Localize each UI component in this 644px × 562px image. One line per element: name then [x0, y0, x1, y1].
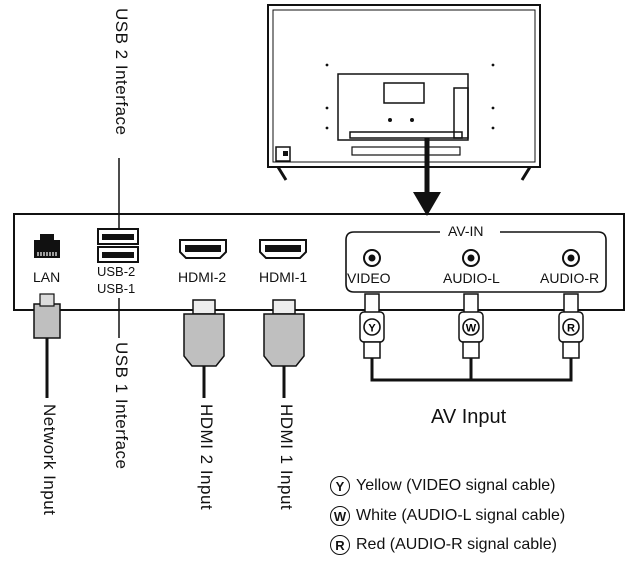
legend-row-yellow: Y Yellow (VIDEO signal cable) — [330, 476, 556, 496]
av-input-callout: AV Input — [431, 406, 507, 428]
hdmi1-input-callout: HDMI 1 Input — [277, 404, 296, 511]
legend-badge-r: R — [330, 535, 350, 555]
av-in-title: AV-IN — [446, 223, 486, 239]
lan-cable — [33, 293, 61, 398]
rca-plug-audio-r — [558, 293, 584, 378]
network-input-callout: Network Input — [40, 404, 59, 516]
legend-row-red: R Red (AUDIO-R signal cable) — [330, 535, 557, 555]
legend-text-red: Red (AUDIO-R signal cable) — [356, 536, 557, 553]
audio-l-label: AUDIO-L — [443, 270, 500, 286]
usb1-label: USB-1 — [97, 281, 136, 296]
legend-row-white: W White (AUDIO-L signal cable) — [330, 506, 565, 526]
tv-screw-dots — [283, 63, 495, 156]
hdmi2-cable — [183, 299, 225, 398]
usb2-interface-callout: USB 2 Interface — [112, 8, 131, 136]
hdmi2-label: HDMI-2 — [178, 269, 227, 285]
rca-plug-badges: Y W R — [363, 318, 580, 336]
tv-rear-view — [267, 4, 541, 181]
plug-letter-w: W — [466, 323, 477, 335]
hdmi1-cable — [263, 299, 305, 398]
lan-port-icon — [34, 234, 60, 258]
legend-text-yellow: Yellow (VIDEO signal cable) — [356, 477, 556, 494]
hdmi2-port-icon — [179, 239, 227, 259]
hdmi1-port-icon — [259, 239, 307, 259]
connector-panel — [13, 213, 625, 311]
rca-plug-video — [359, 293, 385, 378]
legend-badge-y: Y — [330, 476, 350, 496]
rca-jack-icons — [363, 249, 580, 267]
av-in-group-box — [345, 231, 607, 293]
rca-plug-audio-l — [458, 293, 484, 378]
plug-letter-y: Y — [368, 323, 376, 335]
legend-text-white: White (AUDIO-L signal cable) — [356, 507, 566, 524]
down-arrow-icon — [413, 138, 441, 216]
usb1-interface-callout: USB 1 Interface — [112, 342, 131, 470]
lan-label: LAN — [33, 269, 61, 285]
hdmi2-input-callout: HDMI 2 Input — [197, 404, 216, 511]
hdmi1-label: HDMI-1 — [259, 269, 308, 285]
legend-badge-w: W — [330, 506, 350, 526]
usb-ports-icon — [97, 228, 139, 263]
plug-letter-r: R — [567, 323, 575, 335]
audio-r-label: AUDIO-R — [540, 270, 600, 286]
video-label: VIDEO — [347, 270, 391, 286]
usb2-label: USB-2 — [97, 264, 136, 279]
